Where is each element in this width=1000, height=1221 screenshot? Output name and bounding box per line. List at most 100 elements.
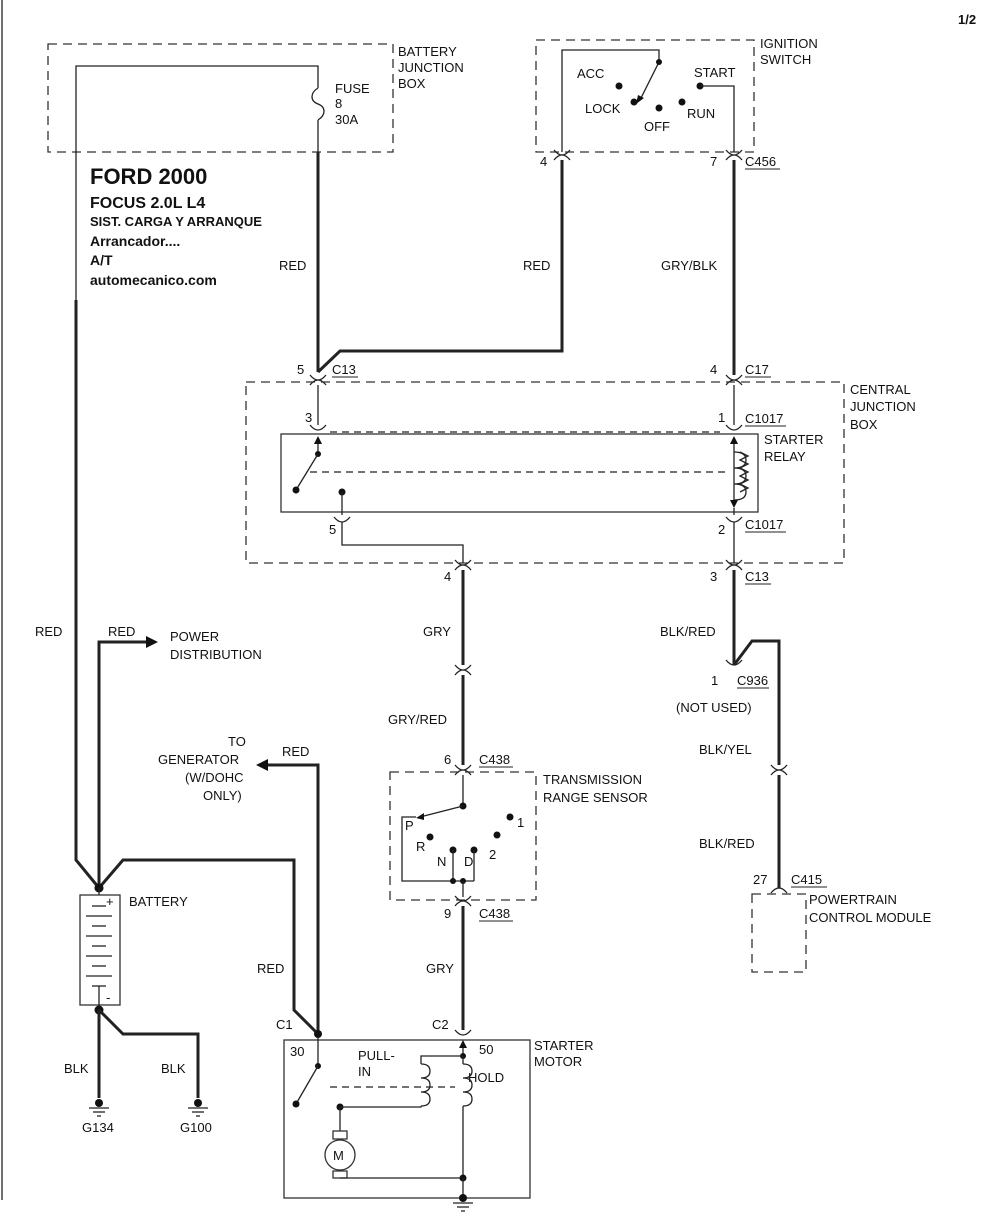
wire-red-main — [74, 300, 101, 889]
c456-pin-4: 4 — [540, 154, 547, 169]
trs-pos-r: R — [416, 839, 425, 854]
wire-label-red-starter: RED — [257, 961, 284, 976]
hold-coil-icon — [462, 1063, 473, 1107]
pull-in-label-1: PULL- — [358, 1048, 395, 1063]
c936-note: (NOT USED) — [676, 700, 752, 715]
gen-label-3: (W/DOHC — [185, 770, 244, 785]
battery-plus: + — [106, 894, 114, 909]
central-junction-box: CENTRAL JUNCTION BOX 3 1 C1017 STARTER R… — [245, 381, 916, 566]
fuse-label: FUSE — [335, 81, 370, 96]
c438-top-label: C438 — [479, 752, 510, 767]
relay-coil-icon — [733, 451, 747, 501]
transmission-range-sensor: TRANSMISSION RANGE SENSOR P 1 R N D 2 — [389, 771, 648, 907]
fuse-number: 8 — [335, 96, 342, 111]
wire-label-red-power: RED — [108, 624, 135, 639]
pos-acc: ACC — [577, 66, 604, 81]
c13-top-pin: 5 — [297, 362, 304, 377]
cjb-label-1: CENTRAL — [850, 382, 911, 397]
fuse-rating: 30A — [335, 112, 358, 127]
cjb-pin-3: 3 — [305, 410, 312, 425]
c456-label: C456 — [745, 154, 776, 169]
page-number: 1/2 — [958, 12, 976, 27]
wire-label-blk-red-1: BLK/RED — [660, 624, 716, 639]
terminal-30: 30 — [290, 1044, 304, 1059]
title-make: FORD 2000 — [90, 164, 207, 189]
pcm-label-2: CONTROL MODULE — [809, 910, 932, 925]
wire-label-gry-2: GRY — [426, 961, 454, 976]
wire-label-red-1: RED — [279, 258, 306, 273]
bjb-label-3: BOX — [398, 76, 426, 91]
c13-bottom-pin-4: 4 — [444, 569, 451, 584]
c17-label: C17 — [745, 362, 769, 377]
wire-label-gry-1: GRY — [423, 624, 451, 639]
ignition-switch: IGNITION SWITCH ACC START LOCK RUN OFF 4… — [535, 36, 818, 170]
trs-pos-n: N — [437, 854, 446, 869]
title-system: SIST. CARGA Y ARRANQUE — [90, 214, 262, 229]
ground-g100-icon — [188, 1099, 208, 1117]
wire-label-blk-red-2: BLK/RED — [699, 836, 755, 851]
cjb-pin-5: 5 — [329, 522, 336, 537]
bjb-label-2: JUNCTION — [398, 60, 464, 75]
wire-red-ignition — [316, 160, 564, 374]
motor-label: M — [333, 1148, 344, 1163]
title-site: automecanico.com — [90, 272, 217, 288]
c13-bottom-label: C13 — [745, 569, 769, 584]
c936-pin: 1 — [711, 673, 718, 688]
bjb-label-1: BATTERY — [398, 44, 457, 59]
trs-pos-2: 2 — [489, 847, 496, 862]
wire-label-gry-blk: GRY/BLK — [661, 258, 717, 273]
c13-top-label: C13 — [332, 362, 356, 377]
starter-label-2: MOTOR — [534, 1054, 582, 1069]
c1-label: C1 — [276, 1017, 293, 1032]
starter-motor: STARTER MOTOR 30 50 PULL- IN HOLD M — [283, 1038, 593, 1199]
c1017-top-label: C1017 — [745, 411, 783, 426]
ignition-label-1: IGNITION — [760, 36, 818, 51]
c438-bottom-pin: 9 — [444, 906, 451, 921]
pos-start: START — [694, 65, 735, 80]
wire-blk-yel — [732, 639, 781, 765]
pcm-box — [751, 893, 807, 973]
wire-blk-2 — [97, 1008, 200, 1098]
wire-red-power — [97, 640, 150, 888]
battery-label: BATTERY — [129, 894, 188, 909]
c456-pin-7: 7 — [710, 154, 717, 169]
wire-label-gry-red: GRY/RED — [388, 712, 447, 727]
power-dist-2: DISTRIBUTION — [170, 647, 262, 662]
c1017-bottom-label: C1017 — [745, 517, 783, 532]
wire-label-blk-2: BLK — [161, 1061, 186, 1076]
starter-relay — [280, 433, 759, 513]
wire-label-blk-1: BLK — [64, 1061, 89, 1076]
c438-bottom-label: C438 — [479, 906, 510, 921]
wire-label-red-main: RED — [35, 624, 62, 639]
c415-pin: 27 — [753, 872, 767, 887]
battery-junction-box: BATTERY JUNCTION BOX FUSE 8 30A — [47, 43, 464, 300]
battery-minus: - — [106, 990, 110, 1005]
g134-label: G134 — [82, 1120, 114, 1135]
cjb-label-2: JUNCTION — [850, 399, 916, 414]
gen-label-1: TO — [228, 734, 246, 749]
pcm-label-1: POWERTRAIN — [809, 892, 897, 907]
ground-starter-icon — [453, 1194, 473, 1212]
relay-label-2: RELAY — [764, 449, 806, 464]
g100-label: G100 — [180, 1120, 212, 1135]
c2-label: C2 — [432, 1017, 449, 1032]
wire-label-red-2: RED — [523, 258, 550, 273]
wire-label-red-gen: RED — [282, 744, 309, 759]
hold-label: HOLD — [468, 1070, 504, 1085]
trs-pos-d: D — [464, 854, 473, 869]
pos-lock: LOCK — [585, 101, 621, 116]
pull-in-coil-icon — [420, 1063, 431, 1107]
trs-label-1: TRANSMISSION — [543, 772, 642, 787]
title-block: FORD 2000 FOCUS 2.0L L4 SIST. CARGA Y AR… — [90, 164, 262, 288]
relay-label-1: STARTER — [764, 432, 823, 447]
ignition-label-2: SWITCH — [760, 52, 811, 67]
terminal-50: 50 — [479, 1042, 493, 1057]
battery: + - BATTERY — [79, 883, 188, 1015]
trs-pos-p: P — [405, 818, 414, 833]
c438-top-pin: 6 — [444, 752, 451, 767]
cjb-pin-1: 1 — [718, 410, 725, 425]
c415-label: C415 — [791, 872, 822, 887]
gen-label-4: ONLY) — [203, 788, 242, 803]
c17-pin: 4 — [710, 362, 717, 377]
